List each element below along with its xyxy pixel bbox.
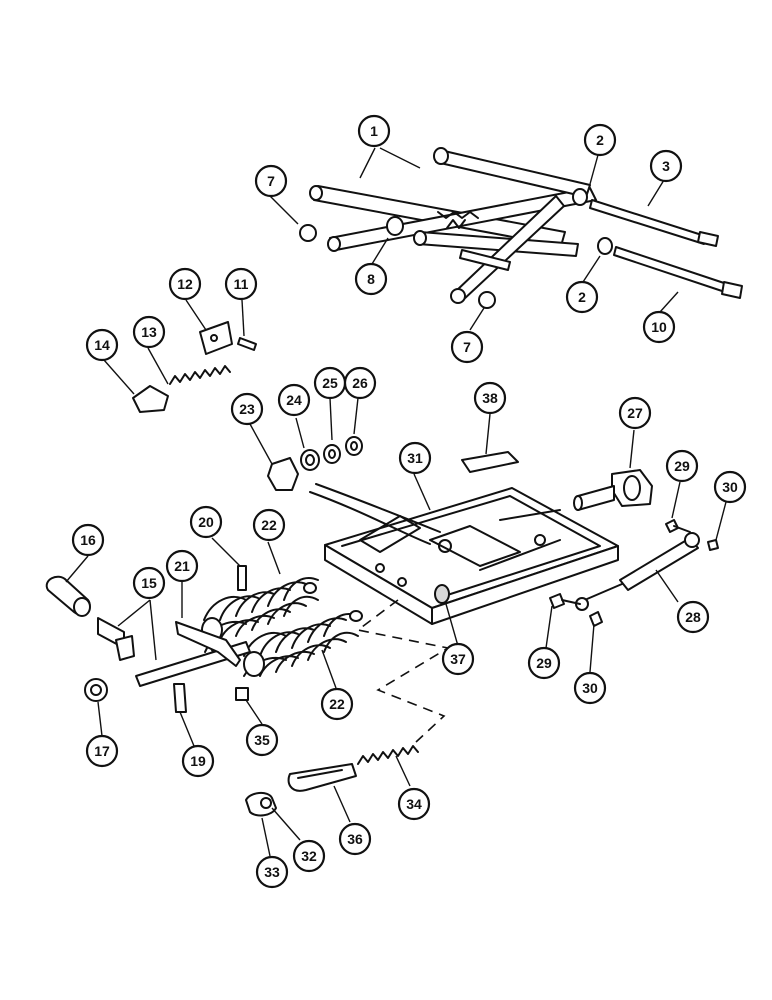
shafts <box>589 199 743 299</box>
callout-26: 26 <box>343 366 377 400</box>
svg-text:11: 11 <box>234 276 249 292</box>
fasteners <box>549 519 719 627</box>
callout-28: 28 <box>676 600 710 634</box>
callout-25: 25 <box>313 366 347 400</box>
release-parts <box>245 745 419 817</box>
svg-text:2: 2 <box>578 289 586 305</box>
callout-2: 2 <box>583 123 617 157</box>
svg-text:31: 31 <box>407 450 423 466</box>
callout-37: 37 <box>441 642 475 676</box>
callout-36: 36 <box>338 822 372 856</box>
callout-30: 30 <box>713 470 747 504</box>
callout-22: 22 <box>320 687 354 721</box>
callout-11: 11 <box>224 267 258 301</box>
svg-text:22: 22 <box>261 517 277 533</box>
svg-text:12: 12 <box>177 276 193 292</box>
callout-15: 15 <box>132 566 166 600</box>
callout-8: 8 <box>354 262 388 296</box>
callout-16: 16 <box>71 523 105 557</box>
callout-21: 21 <box>165 549 199 583</box>
callout-33: 33 <box>255 855 289 889</box>
callout-2: 2 <box>565 280 599 314</box>
svg-text:34: 34 <box>406 796 422 812</box>
svg-text:33: 33 <box>264 864 280 880</box>
svg-text:1: 1 <box>370 123 378 139</box>
svg-text:28: 28 <box>685 609 701 625</box>
callout-10: 10 <box>642 310 676 344</box>
svg-text:21: 21 <box>174 558 190 574</box>
svg-text:23: 23 <box>239 401 255 417</box>
bushings <box>299 188 613 309</box>
callout-31: 31 <box>398 441 432 475</box>
svg-text:3: 3 <box>662 158 670 174</box>
svg-text:16: 16 <box>80 532 96 548</box>
callout-7: 7 <box>450 330 484 364</box>
callout-20: 20 <box>189 505 223 539</box>
callout-7: 7 <box>254 164 288 198</box>
callout-30: 30 <box>573 671 607 705</box>
svg-text:10: 10 <box>651 319 667 335</box>
svg-text:24: 24 <box>286 392 302 408</box>
svg-text:37: 37 <box>450 651 466 667</box>
callout-29: 29 <box>665 449 699 483</box>
svg-text:14: 14 <box>94 337 110 353</box>
callout-19: 19 <box>181 744 215 778</box>
callout-17: 17 <box>85 734 119 768</box>
callout-38: 38 <box>473 381 507 415</box>
callout-34: 34 <box>397 787 431 821</box>
bracket <box>573 469 653 511</box>
shock-absorber <box>575 532 700 611</box>
callout-13: 13 <box>132 315 166 349</box>
svg-text:30: 30 <box>582 680 598 696</box>
base-frame <box>309 483 619 625</box>
svg-text:35: 35 <box>254 732 270 748</box>
svg-text:13: 13 <box>141 324 157 340</box>
callout-27: 27 <box>618 396 652 430</box>
part-callouts: 1 2 3 7 8 2 10 7 12 11 13 14 23 24 25 26… <box>71 114 747 889</box>
callout-14: 14 <box>85 328 119 362</box>
callout-1: 1 <box>357 114 391 148</box>
svg-text:29: 29 <box>536 655 552 671</box>
latch-parts <box>132 321 257 413</box>
svg-text:7: 7 <box>267 173 275 189</box>
svg-text:17: 17 <box>94 743 110 759</box>
callout-29: 29 <box>527 646 561 680</box>
callout-12: 12 <box>168 267 202 301</box>
callout-24: 24 <box>277 383 311 417</box>
svg-text:20: 20 <box>198 514 214 530</box>
adjuster-assembly <box>45 565 251 713</box>
svg-text:2: 2 <box>596 132 604 148</box>
svg-text:32: 32 <box>301 848 317 864</box>
callout-23: 23 <box>230 392 264 426</box>
callout-3: 3 <box>649 149 683 183</box>
callout-22: 22 <box>252 508 286 542</box>
svg-text:22: 22 <box>329 696 345 712</box>
svg-text:27: 27 <box>627 405 643 421</box>
main-springs <box>201 577 363 677</box>
svg-text:29: 29 <box>674 458 690 474</box>
svg-text:36: 36 <box>347 831 363 847</box>
svg-text:30: 30 <box>722 479 738 495</box>
scissor-linkage <box>309 147 597 304</box>
assembly-guide-line <box>356 599 451 743</box>
svg-text:25: 25 <box>322 375 338 391</box>
svg-text:19: 19 <box>190 753 206 769</box>
plate <box>461 451 519 473</box>
callout-35: 35 <box>245 723 279 757</box>
svg-text:8: 8 <box>367 271 375 287</box>
svg-text:7: 7 <box>463 339 471 355</box>
callout-32: 32 <box>292 839 326 873</box>
svg-text:38: 38 <box>482 390 498 406</box>
svg-text:15: 15 <box>141 575 157 591</box>
svg-text:26: 26 <box>352 375 368 391</box>
leader-lines <box>65 147 727 857</box>
pivot-parts <box>267 436 363 491</box>
